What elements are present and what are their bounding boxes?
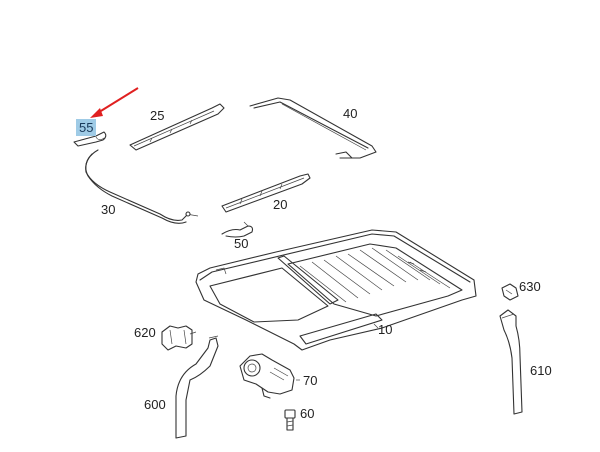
- part-55-clip: [73, 131, 107, 147]
- callout-610: 610: [530, 363, 552, 378]
- part-70-motor: [239, 353, 295, 399]
- callout-10: 10: [378, 322, 393, 337]
- callout-20: 20: [273, 197, 288, 212]
- part-600-drain-tube: [175, 335, 219, 439]
- callout-60: 60: [300, 406, 315, 421]
- callout-40: 40: [343, 106, 358, 121]
- callout-25: 25: [150, 108, 165, 123]
- part-620-bracket: [161, 325, 193, 351]
- part-30-hose: [85, 149, 199, 224]
- callout-600: 600: [144, 397, 166, 412]
- part-610-drain-tube: [499, 309, 523, 415]
- callout-50: 50: [234, 236, 249, 251]
- leader-lines: [189, 323, 379, 381]
- callout-70: 70: [303, 373, 318, 388]
- callout-55: 55: [76, 119, 97, 136]
- part-20-rail: [221, 173, 311, 213]
- pointer-arrow: [90, 87, 139, 118]
- callout-30: 30: [101, 202, 116, 217]
- part-630-clip: [501, 283, 519, 301]
- callout-630: 630: [519, 279, 541, 294]
- callout-620: 620: [134, 325, 156, 340]
- part-40-frame: [249, 97, 377, 159]
- part-10-main-frame: [195, 229, 477, 351]
- part-60-bolt: [284, 409, 296, 431]
- part-50-cable: [221, 221, 254, 238]
- part-25-rail: [129, 103, 225, 151]
